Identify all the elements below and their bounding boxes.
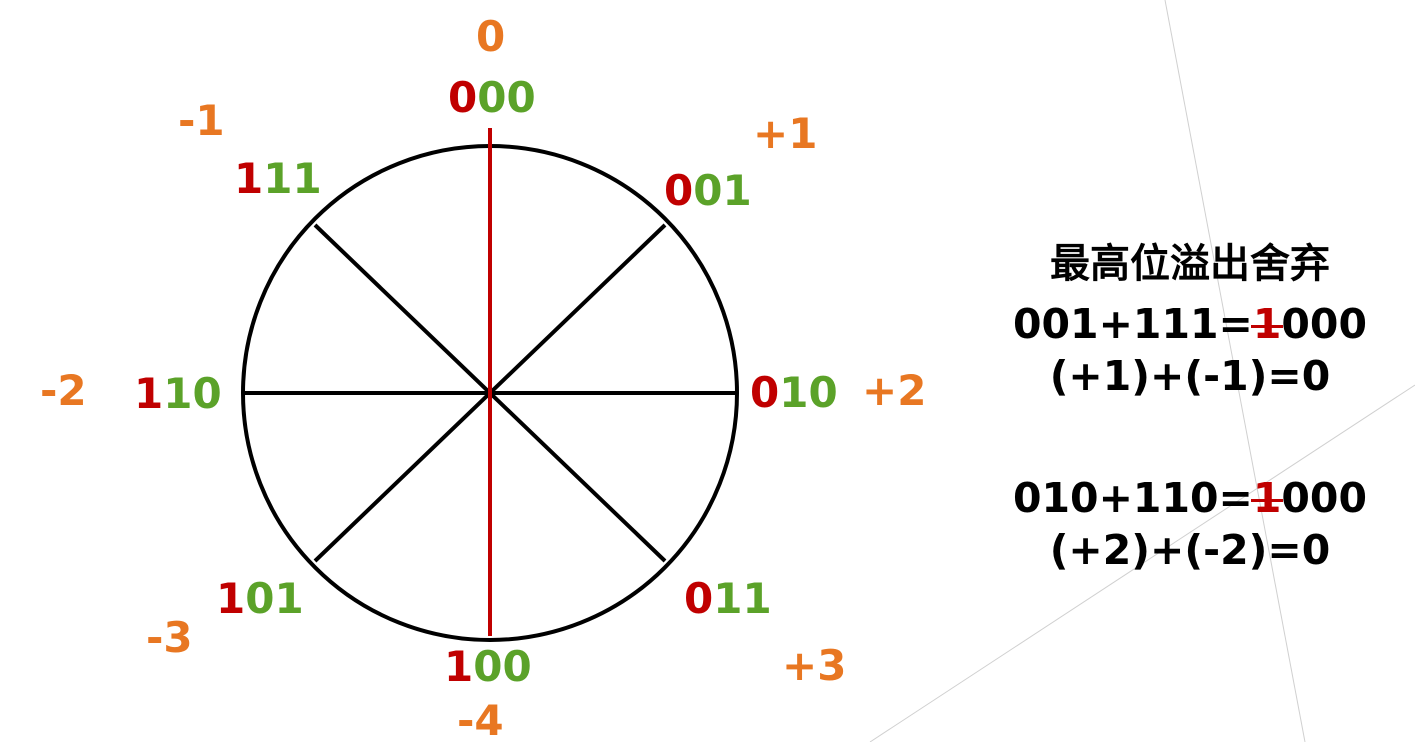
value-bits: 00 [477, 73, 536, 122]
sign-bit: 1 [134, 369, 164, 418]
binary-code-000: 000 [448, 77, 536, 119]
equation-1-decimal: (+1)+(-1)=0 [1049, 351, 1331, 400]
binary-code-001: 001 [664, 170, 752, 212]
decimal-label-minus1: -1 [178, 96, 225, 145]
value-bits: 11 [713, 574, 772, 623]
equation-2-decimal: (+2)+(-2)=0 [1049, 525, 1331, 574]
equation-2-right: 000 [1281, 473, 1367, 522]
equation-1-left: 001+111= [1013, 299, 1253, 348]
binary-code-100: 100 [444, 646, 532, 688]
binary-code-110: 110 [134, 373, 222, 415]
value-bits: 10 [779, 368, 838, 417]
sign-bit: 0 [684, 574, 714, 623]
sign-bit: 1 [444, 642, 474, 691]
value-bits: 11 [263, 154, 322, 203]
equation-2-left: 010+110= [1013, 473, 1253, 522]
value-bits: 01 [245, 574, 304, 623]
binary-code-111: 111 [234, 158, 322, 200]
binary-code-010: 010 [750, 372, 838, 414]
decimal-label-minus3: -3 [146, 613, 193, 662]
dropped-carry-bit: 1 [1250, 299, 1283, 348]
binary-code-101: 101 [216, 578, 304, 620]
equation-1-right: 000 [1281, 299, 1367, 348]
sign-bit: 1 [234, 154, 264, 203]
decimal-label-minus4: -4 [457, 696, 504, 745]
dropped-carry-bit: 1 [1250, 473, 1283, 522]
value-bits: 01 [693, 166, 752, 215]
decimal-label-plus2: +2 [862, 366, 927, 415]
value-bits: 10 [163, 369, 222, 418]
decimal-label-plus1: +1 [753, 109, 818, 158]
sign-bit: 0 [664, 166, 694, 215]
binary-code-011: 011 [684, 578, 772, 620]
explanation-title: 最高位溢出舍弃 [1050, 241, 1330, 287]
sign-bit: 0 [448, 73, 478, 122]
decimal-label-plus3: +3 [782, 641, 847, 690]
sign-bit: 0 [750, 368, 780, 417]
decimal-label-0: 0 [476, 12, 506, 61]
decimal-label-minus2: -2 [40, 366, 87, 415]
sign-bit: 1 [216, 574, 246, 623]
spacer [990, 402, 1390, 472]
value-bits: 00 [473, 642, 532, 691]
